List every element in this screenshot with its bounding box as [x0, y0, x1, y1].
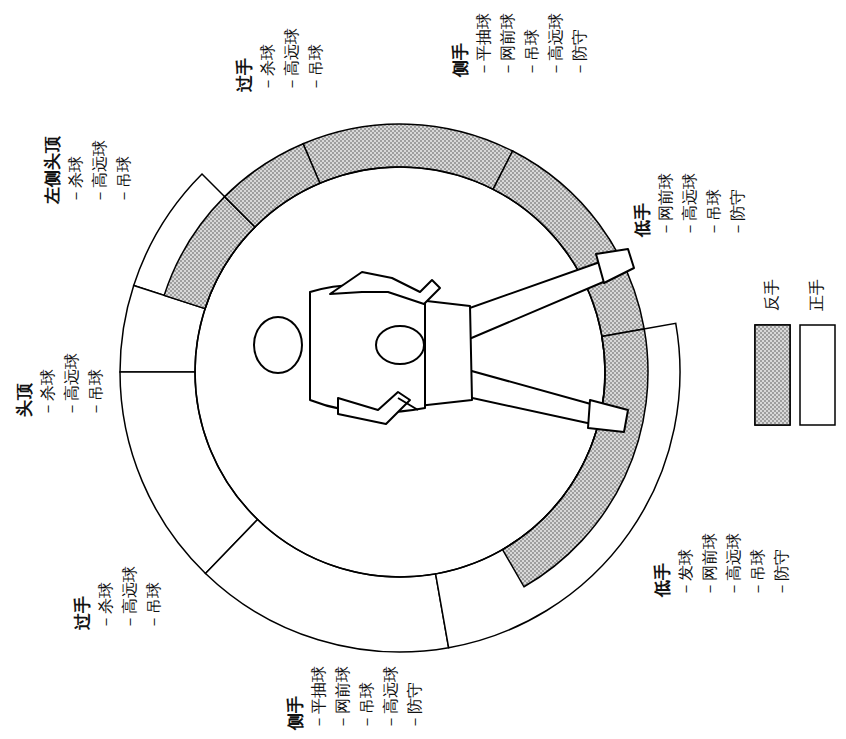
zone-heading: 侧手: [283, 666, 307, 730]
stroke-item: －吊球: [142, 566, 166, 630]
legend-text: 正手: [805, 279, 829, 311]
stroke-item: －高远球: [678, 173, 702, 237]
label-block: 过手－杀球－高远球－吊球: [70, 566, 166, 630]
zone-heading: 低手: [630, 173, 654, 237]
stroke-item: －平抽球: [307, 666, 331, 730]
legend-swatch-dots: [755, 325, 790, 425]
stroke-item: －杀球: [94, 566, 118, 630]
stroke-item: －吊球: [84, 353, 108, 417]
inner-circle: [195, 167, 605, 577]
zone-heading: 侧手: [448, 13, 472, 77]
legend-swatch: [755, 325, 790, 425]
stroke-item: －防守: [568, 13, 592, 77]
label-block: 左侧头顶－杀球－高远球－吊球: [40, 136, 136, 204]
stroke-item: －网前球: [331, 666, 355, 730]
zone-heading: 低手: [650, 533, 674, 597]
stroke-item: －网前球: [698, 533, 722, 597]
label-block: 头顶－杀球－高远球－吊球: [12, 353, 108, 417]
stroke-item: －高远球: [118, 566, 142, 630]
stroke-item: －高远球: [722, 533, 746, 597]
stroke-item: －吊球: [520, 13, 544, 77]
stroke-item: －杀球: [256, 28, 280, 92]
stroke-item: －网前球: [496, 13, 520, 77]
stroke-item: －平抽球: [472, 13, 496, 77]
zone-heading: 头顶: [12, 353, 36, 417]
label-block: 低手－网前球－高远球－吊球－防守: [630, 173, 750, 237]
stroke-item: －高远球: [280, 28, 304, 92]
stroke-item: －杀球: [36, 353, 60, 417]
zone-heading: 左侧头顶: [40, 136, 64, 204]
label-block: 过手－杀球－高远球－吊球: [232, 28, 328, 92]
legend-text: 反手: [760, 279, 784, 311]
legend-swatch: [800, 325, 835, 425]
player-figure: [254, 249, 634, 432]
stroke-item: －吊球: [746, 533, 770, 597]
backhand-zone: [303, 124, 512, 189]
stroke-item: －防守: [726, 173, 750, 237]
backhand-zone: [503, 329, 648, 587]
stroke-item: －吊球: [702, 173, 726, 237]
stroke-item: －防守: [770, 533, 794, 597]
stroke-item: －吊球: [112, 136, 136, 204]
forehand-zone: [205, 519, 448, 652]
stroke-item: －高远球: [88, 136, 112, 204]
zone-ring: [120, 124, 680, 652]
legend: [755, 325, 835, 425]
zone-heading: 过手: [70, 566, 94, 630]
stroke-item: －吊球: [304, 28, 328, 92]
stroke-item: －防守: [403, 666, 427, 730]
stroke-item: －高远球: [544, 13, 568, 77]
stroke-item: －高远球: [60, 353, 84, 417]
label-block: 低手－发球－网前球－高远球－吊球－防守: [650, 533, 794, 597]
stroke-item: －吊球: [355, 666, 379, 730]
backhand-zone: [225, 144, 320, 227]
label-block: 侧手－平抽球－网前球－吊球－高远球－防守: [283, 666, 427, 730]
stroke-item: －高远球: [379, 666, 403, 730]
stroke-item: －杀球: [64, 136, 88, 204]
zone-heading: 过手: [232, 28, 256, 92]
stroke-item: －发球: [674, 533, 698, 597]
stroke-item: －网前球: [654, 173, 678, 237]
label-block: 侧手－平抽球－网前球－吊球－高远球－防守: [448, 13, 592, 77]
